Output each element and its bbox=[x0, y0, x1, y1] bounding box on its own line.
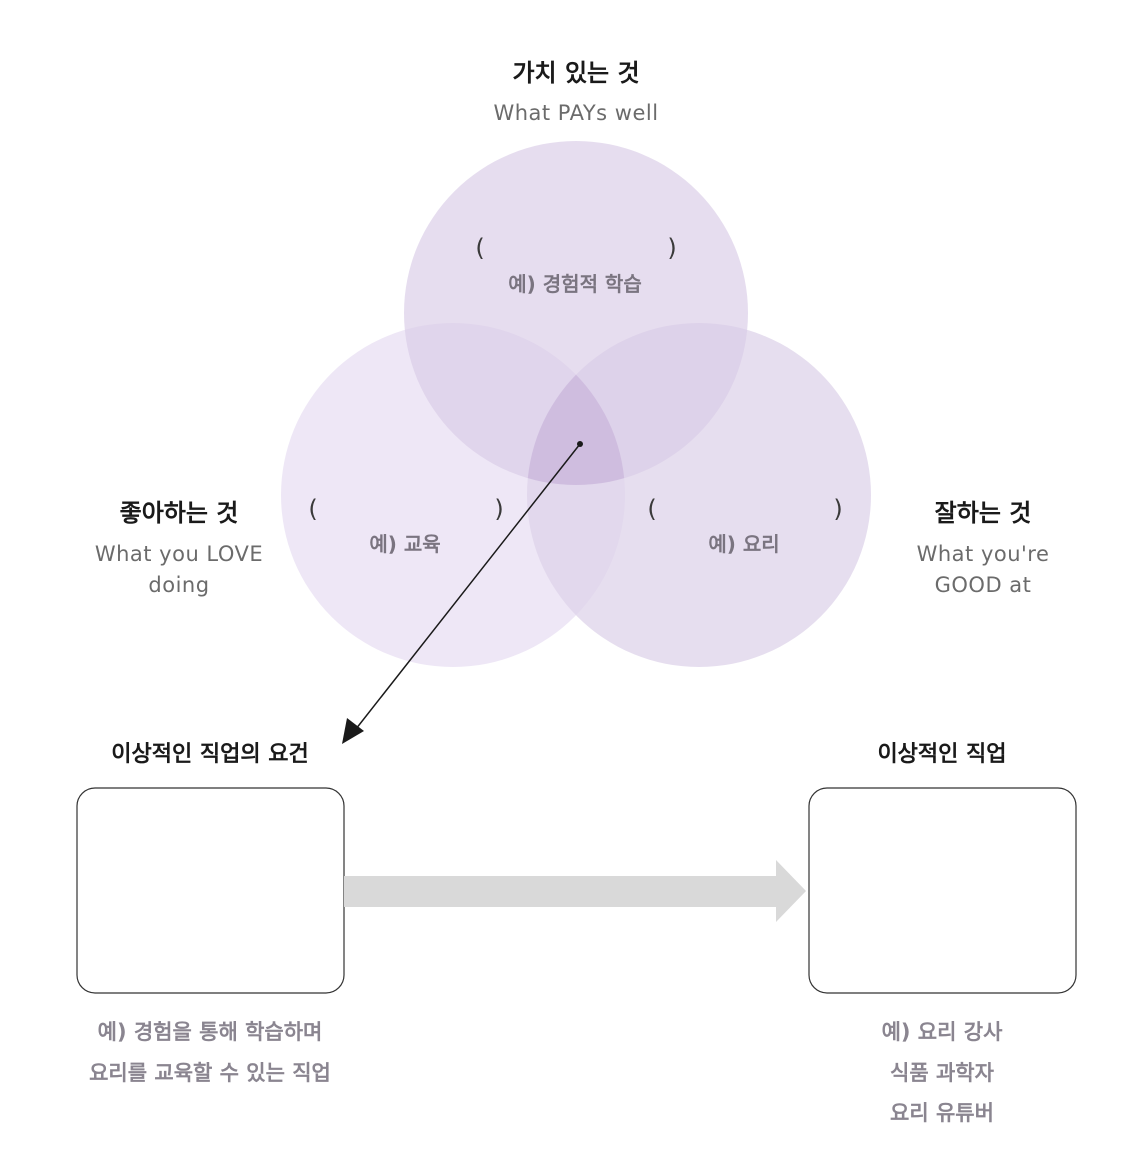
right-paren-close: ) bbox=[833, 495, 842, 523]
top-paren-open: ( bbox=[475, 234, 484, 262]
top-title: 가치 있는 것 bbox=[512, 59, 639, 87]
left-paren-close: ) bbox=[494, 495, 503, 523]
top-subtitle: What PAYs well bbox=[493, 101, 658, 125]
pointer-arrow-origin-dot bbox=[577, 441, 583, 447]
ideal-job-box[interactable] bbox=[808, 787, 1077, 994]
right-paren-open: ( bbox=[647, 495, 656, 523]
requirements-example-line-1: 예) 경험을 통해 학습하며 bbox=[98, 1020, 323, 1044]
left-example: 예) 교육 bbox=[369, 532, 440, 556]
ideal-job-example-line-1: 예) 요리 강사 bbox=[882, 1020, 1003, 1044]
ideal-job-example-line-3: 요리 유튜버 bbox=[890, 1101, 994, 1125]
left-subtitle-2: doing bbox=[148, 573, 209, 597]
requirements-example-line-2: 요리를 교육할 수 있는 직업 bbox=[89, 1061, 331, 1085]
left-paren-open: ( bbox=[308, 495, 317, 523]
right-title: 잘하는 것 bbox=[935, 499, 1032, 527]
pointer-arrow-line bbox=[351, 443, 581, 735]
right-example: 예) 요리 bbox=[708, 532, 779, 556]
circle-top bbox=[404, 141, 748, 485]
requirements-box[interactable] bbox=[76, 787, 345, 994]
ideal-job-example-line-2: 식품 과학자 bbox=[890, 1061, 995, 1085]
left-title: 좋아하는 것 bbox=[120, 499, 239, 527]
flow-arrow-head bbox=[776, 860, 806, 922]
right-subtitle-2: GOOD at bbox=[935, 573, 1032, 597]
left-subtitle-1: What you LOVE bbox=[95, 542, 263, 566]
pointer-arrow-head bbox=[342, 718, 364, 744]
top-paren-close: ) bbox=[667, 234, 676, 262]
right-subtitle-1: What you're bbox=[917, 542, 1050, 566]
ideal-job-box-title: 이상적인 직업 bbox=[877, 742, 1006, 767]
top-example: 예) 경험적 학습 bbox=[508, 272, 641, 296]
flow-arrow-shaft bbox=[344, 876, 776, 907]
requirements-box-title: 이상적인 직업의 요건 bbox=[111, 742, 308, 767]
